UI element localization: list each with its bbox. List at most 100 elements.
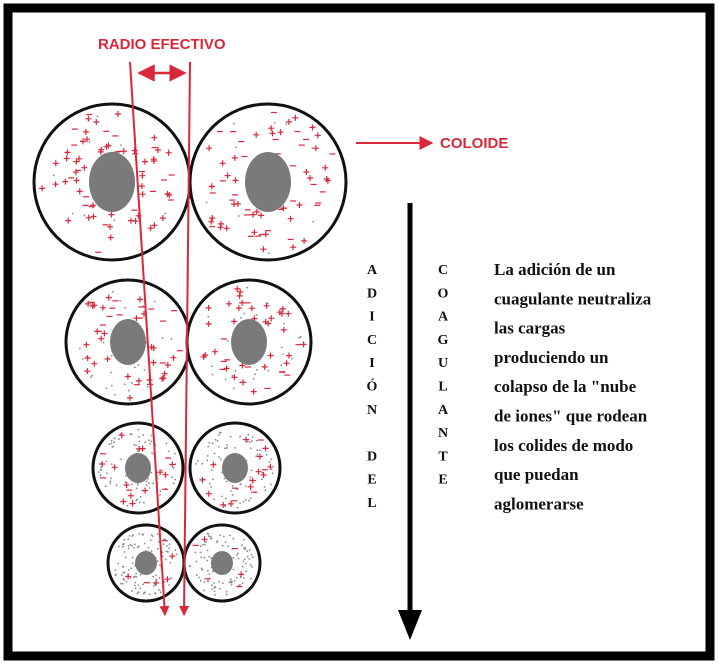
stipple-dot — [219, 588, 221, 590]
stipple-dot — [72, 213, 74, 215]
stipple-dot — [201, 463, 203, 465]
vertical-letter: D — [367, 286, 377, 301]
stipple-dot — [236, 577, 238, 579]
stipple-dot — [89, 141, 91, 143]
stipple-dot — [119, 300, 121, 302]
stipple-dot — [251, 440, 253, 442]
stipple-dot — [124, 383, 126, 385]
vertical-letter: I — [369, 310, 374, 325]
stipple-dot — [264, 489, 266, 491]
colloid-nucleus — [245, 152, 291, 212]
stipple-dot — [100, 469, 102, 471]
stipple-dot — [229, 582, 231, 584]
stipple-dot — [131, 545, 133, 547]
stipple-dot — [261, 472, 263, 474]
vertical-letter: L — [367, 496, 376, 511]
stipple-dot — [226, 591, 228, 593]
stipple-dot — [166, 545, 168, 547]
stipple-dot — [227, 545, 229, 547]
stipple-dot — [257, 454, 259, 456]
stipple-dot — [250, 564, 252, 566]
stipple-dot — [229, 535, 231, 537]
stipple-dot — [110, 372, 112, 374]
stipple-dot — [169, 543, 171, 545]
stipple-dot — [216, 542, 218, 544]
stipple-dot — [210, 536, 212, 538]
colloid-particle-row3-right — [190, 423, 280, 513]
stipple-dot — [196, 561, 198, 563]
stipple-dot — [84, 215, 86, 217]
stipple-dot — [111, 385, 113, 387]
description-line: cuagulante neutraliza — [494, 289, 652, 308]
stipple-dot — [208, 442, 210, 444]
colloid-nucleus — [211, 551, 233, 575]
stipple-dot — [116, 484, 118, 486]
stipple-dot — [211, 584, 213, 586]
stipple-dot — [225, 498, 227, 500]
stipple-dot — [136, 499, 138, 501]
description-line: produciendo un — [494, 348, 609, 367]
radio-efectivo-label: RADIO EFECTIVO — [98, 36, 226, 53]
vertical-letter: O — [438, 286, 449, 301]
stipple-dot — [248, 558, 250, 560]
stipple-dot — [247, 556, 249, 558]
vertical-letter: E — [438, 473, 447, 488]
colloid-particle-row3-left — [93, 423, 183, 513]
stipple-dot — [223, 536, 225, 538]
stipple-dot — [255, 455, 257, 457]
stipple-dot — [233, 387, 235, 389]
stipple-dot — [132, 557, 134, 559]
stipple-dot — [128, 569, 130, 571]
stipple-dot — [53, 174, 55, 176]
stipple-dot — [274, 122, 276, 124]
stipple-dot — [231, 584, 233, 586]
vertical-letter: A — [438, 310, 449, 325]
stipple-dot — [158, 589, 160, 591]
stipple-dot — [208, 535, 210, 537]
stipple-dot — [151, 472, 153, 474]
colloid-particle-row4-right — [184, 525, 260, 601]
stipple-dot — [206, 202, 208, 204]
stipple-dot — [146, 480, 148, 482]
stipple-dot — [232, 538, 234, 540]
stipple-dot — [114, 394, 116, 396]
stipple-dot — [168, 584, 170, 586]
stipple-dot — [128, 545, 130, 547]
stipple-dot — [256, 369, 258, 371]
stipple-dot — [100, 474, 102, 476]
stipple-dot — [97, 116, 99, 118]
stipple-dot — [204, 544, 206, 546]
stipple-dot — [225, 541, 227, 543]
stipple-dot — [211, 588, 213, 590]
stipple-dot — [138, 545, 140, 547]
stipple-dot — [134, 585, 136, 587]
stipple-dot — [111, 443, 113, 445]
stipple-dot — [246, 287, 248, 289]
vertical-letter: U — [438, 356, 448, 371]
stipple-dot — [250, 447, 252, 449]
stipple-dot — [207, 446, 209, 448]
stipple-dot — [239, 436, 241, 438]
colloid-nucleus — [125, 453, 151, 483]
stipple-dot — [224, 505, 226, 507]
stipple-dot — [130, 567, 132, 569]
stipple-dot — [247, 441, 249, 443]
stipple-dot — [117, 563, 119, 565]
stipple-dot — [203, 590, 205, 592]
stipple-dot — [118, 546, 120, 548]
stipple-dot — [131, 483, 133, 485]
stipple-dot — [249, 549, 251, 551]
stipple-dot — [139, 502, 141, 504]
stipple-dot — [135, 445, 137, 447]
stipple-dot — [243, 561, 245, 563]
stipple-dot — [207, 550, 209, 552]
stipple-dot — [137, 484, 139, 486]
stipple-dot — [252, 436, 254, 438]
stipple-dot — [143, 502, 145, 504]
colloid-nucleus — [231, 319, 267, 365]
stipple-dot — [207, 316, 209, 318]
stipple-dot — [200, 580, 202, 582]
stipple-dot — [230, 436, 232, 438]
stipple-dot — [132, 535, 134, 537]
stipple-dot — [173, 467, 175, 469]
